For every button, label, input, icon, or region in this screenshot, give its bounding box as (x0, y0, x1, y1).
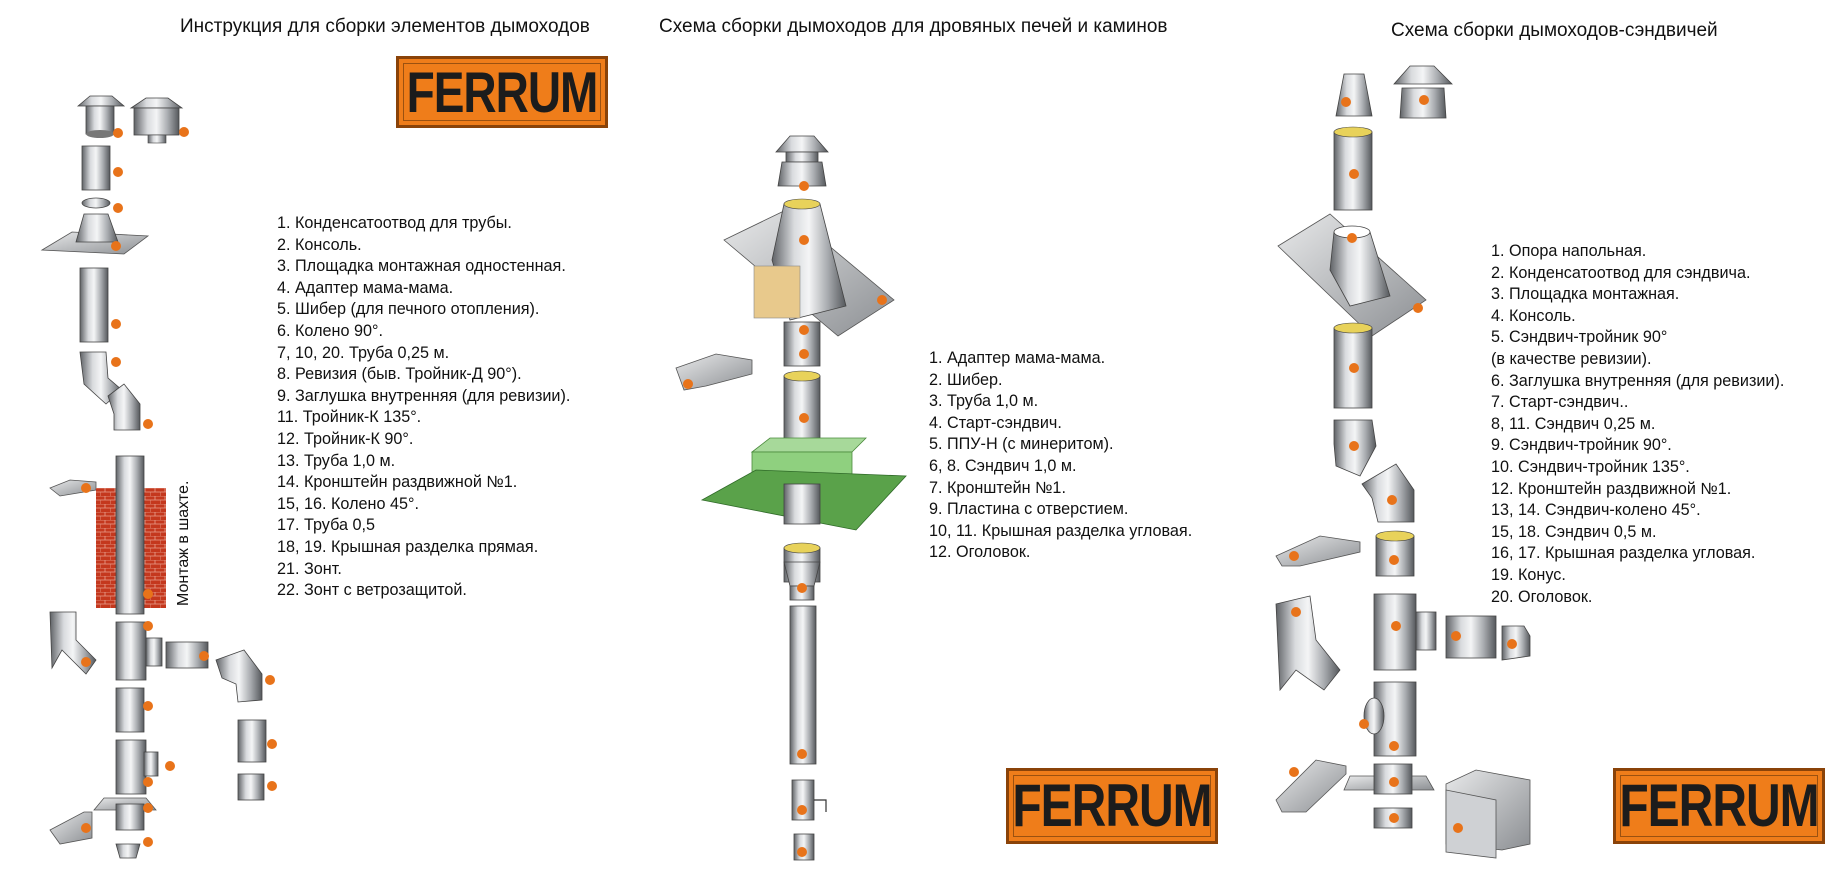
list-item: 1. Адаптер мама-мама. (929, 349, 1106, 367)
list-item: 13, 14. Сэндвич-колено 45°. (1491, 501, 1701, 520)
list-item: 1. Конденсатоотвод для трубы. (277, 214, 512, 232)
list-item: 22. Зонт с ветрозащитой. (277, 581, 467, 600)
title-left: Инструкция для сборки элементов дымоходо… (180, 16, 590, 37)
part-start-sandwich (783, 561, 821, 587)
list-item: 12. Тройник-К 90°. (277, 429, 414, 448)
list-item: 5. Шибер (для печного отопления). (277, 300, 540, 319)
part-revision-tee (115, 739, 159, 795)
part-tee-135 (1275, 595, 1341, 692)
list-item: 3. Труба 1,0 м. (929, 392, 1039, 411)
title-right: Схема сборки дымоходов-сэндвичей (1391, 20, 1718, 41)
part-roof-plate (40, 213, 150, 255)
part-bracket (1275, 535, 1361, 567)
part-pipe-1m (789, 605, 817, 765)
part-cap (1393, 65, 1453, 119)
list-item: 18, 19. Крышная разделка прямая. (277, 537, 539, 556)
list-item: 10, 11. Крышная разделка угловая. (929, 521, 1193, 540)
list-item: 8, 11. Сэндвич 0,25 м. (1491, 414, 1656, 433)
list-item: 6. Заглушка внутренняя (для ревизии). (1491, 371, 1785, 390)
part-console (1275, 759, 1347, 813)
part-pipe-05 (79, 267, 109, 343)
ferrum-logo-middle: FERRUM (1006, 768, 1218, 844)
left-assembly-diagram (40, 95, 277, 859)
part-tee-90 (1373, 593, 1437, 671)
part-bracket (675, 353, 753, 391)
part-console (49, 811, 93, 845)
list-item: 15, 16. Колено 45°. (277, 494, 419, 513)
right-assembly-diagram (1275, 65, 1531, 859)
list-item: 9. Заглушка внутренняя (для ревизии). (277, 386, 571, 405)
list-item: 7. Кронштейн №1. (929, 478, 1066, 497)
list-item: 2. Консоль. (277, 235, 362, 254)
part-elbow-45 (107, 383, 141, 431)
list-item: 6. Колено 90°. (277, 321, 383, 340)
list-item: 1. Опора напольная. (1491, 242, 1647, 260)
list-item: 14. Кронштейн раздвижной №1. (277, 473, 518, 492)
list-item: 7, 10, 20. Труба 0,25 м. (277, 343, 450, 362)
list-item: 6, 8. Сэндвич 1,0 м. (929, 456, 1077, 475)
list-item: 16, 17. Крышная разделка угловая. (1491, 544, 1756, 563)
part-cap (775, 135, 829, 187)
ferrum-logo-right: FERRUM (1613, 768, 1825, 844)
list-item: 11. Тройник-К 135°. (277, 408, 422, 427)
list-item: 9. Пластина с отверстием. (929, 500, 1129, 519)
list-item: 19. Конус. (1491, 565, 1566, 584)
list-item: 21. Зонт. (277, 559, 342, 578)
list-item: 2. Шибер. (929, 370, 1003, 389)
list-item: 8. Ревизия (быв. Тройник-Д 90°). (277, 365, 522, 384)
list-item: 4. Консоль. (1491, 306, 1576, 325)
part-condensate-drain (115, 843, 141, 859)
part-umbrella (76, 95, 126, 138)
part-damper (237, 719, 267, 763)
middle-assembly-diagram (675, 135, 907, 861)
list-item: 13. Труба 1,0 м. (277, 451, 396, 470)
list-item: 20. Оголовок. (1491, 587, 1593, 606)
list-item: 15, 18. Сэндвич 0,5 м. (1491, 522, 1657, 541)
parts-list-middle: 1. Адаптер мама-мама. 2. Шибер. 3. Труба 1… (929, 348, 1192, 564)
ferrum-logo-top: FERRUM (396, 56, 608, 128)
list-item: 17. Труба 0,5 (277, 516, 375, 535)
list-item: 9. Сэндвич-тройник 90°. (1491, 436, 1672, 455)
list-item: 10. Сэндвич-тройник 135°. (1491, 457, 1690, 476)
list-item: 2. Конденсатоотвод для сэндвича. (1491, 263, 1751, 282)
list-item: 4. Адаптер мама-мама. (277, 278, 454, 297)
part-pipe-short (81, 145, 111, 191)
part-tee-90 (115, 621, 163, 681)
part-cone (1335, 73, 1373, 117)
part-roof-plate-angled (723, 198, 895, 337)
list-item: 4. Старт-сэндвич. (929, 413, 1062, 432)
list-item: 3. Площадка монтажная. (1491, 285, 1680, 304)
list-item: 3. Площадка монтажная одностенная. (277, 257, 566, 276)
parts-list-right: 1. Опора напольная. 2. Конденсатоотвод дл… (1491, 241, 1784, 608)
title-middle: Схема сборки дымоходов для дровяных пече… (659, 16, 1168, 37)
part-pipe-1m (115, 455, 145, 615)
list-item: 12. Кронштейн раздвижной №1. (1491, 479, 1732, 498)
list-item: 5. Сэндвич-тройник 90° (1491, 328, 1668, 347)
part-wind-umbrella (129, 97, 184, 144)
part-floor-support (1445, 769, 1531, 859)
part-elbow-90 (215, 649, 263, 703)
list-item: 5. ППУ-Н (с минеритом). (929, 435, 1114, 454)
part-adapter (237, 773, 265, 801)
list-item: (в качестве ревизии). (1491, 349, 1652, 368)
list-item: 12. Оголовок. (929, 543, 1031, 562)
list-item: 7. Старт-сэндвич.. (1491, 393, 1629, 412)
parts-list-left: 1. Конденсатоотвод для трубы. 2. Консоль.… (277, 213, 570, 602)
